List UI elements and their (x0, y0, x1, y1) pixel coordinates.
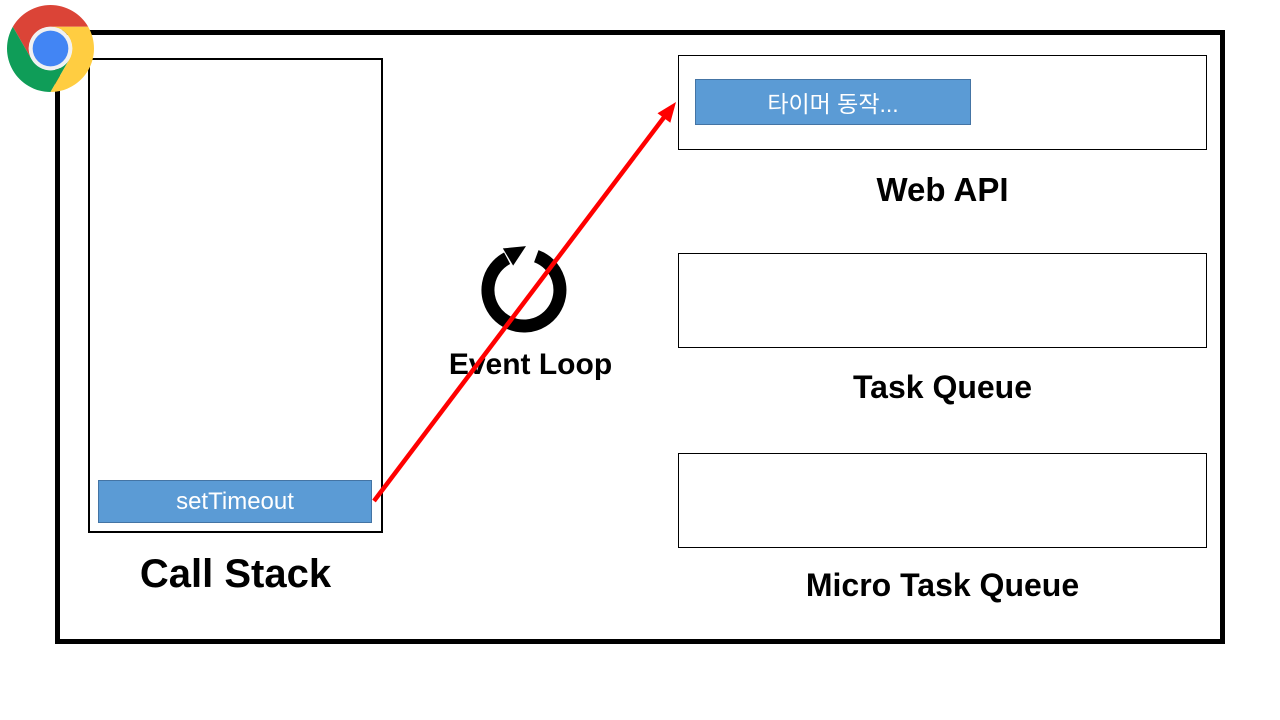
event-loop-icon (481, 246, 567, 333)
event-loop-label: Event Loop (448, 348, 613, 381)
timer-label: 타이머 동작... (767, 91, 899, 117)
web-api-label: Web API (876, 171, 1009, 208)
task-queue-box (678, 253, 1207, 348)
settimeout-block: setTimeout (98, 480, 372, 523)
settimeout-label: setTimeout (176, 487, 294, 515)
chrome-icon (7, 5, 94, 92)
call-stack-box (88, 58, 383, 533)
task-queue-label: Task Queue (852, 369, 1033, 405)
timer-block: 타이머 동작... (695, 79, 971, 125)
outer-frame (55, 30, 1225, 644)
micro-task-queue-label: Micro Task Queue (805, 567, 1080, 603)
micro-task-queue-box (678, 453, 1207, 548)
call-stack-label: Call Stack (139, 552, 332, 596)
